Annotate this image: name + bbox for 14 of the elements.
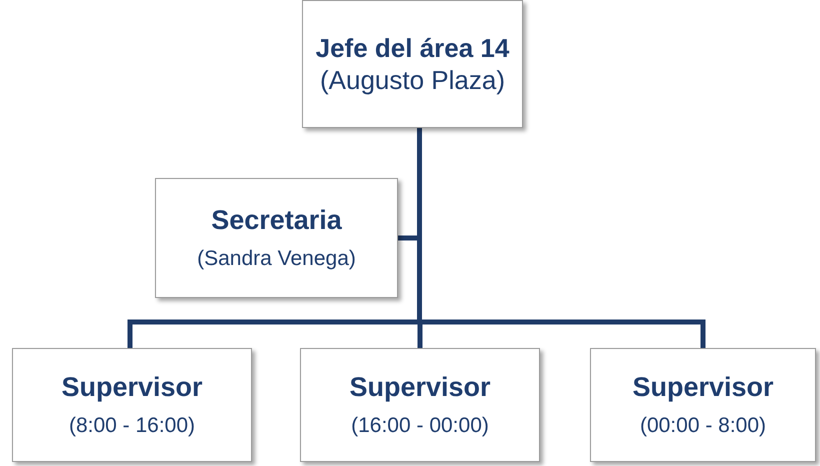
person-name: (00:00 - 8:00) <box>640 412 766 439</box>
role-title: Secretaria <box>211 204 342 237</box>
org-box <box>302 0 523 128</box>
role-title: Supervisor <box>349 371 491 404</box>
person-name: (Sandra Venega) <box>197 246 356 272</box>
person-name: (16:00 - 00:00) <box>351 412 489 439</box>
org-box <box>590 348 816 462</box>
role-title: Supervisor <box>632 371 774 404</box>
org-box <box>300 348 540 462</box>
org-box <box>12 348 252 462</box>
role-title: Supervisor <box>61 371 203 404</box>
role-title: Jefe del área 14 (Augusto Plaza) <box>314 32 510 96</box>
person-name: (8:00 - 16:00) <box>68 412 196 439</box>
org-box <box>155 178 398 298</box>
